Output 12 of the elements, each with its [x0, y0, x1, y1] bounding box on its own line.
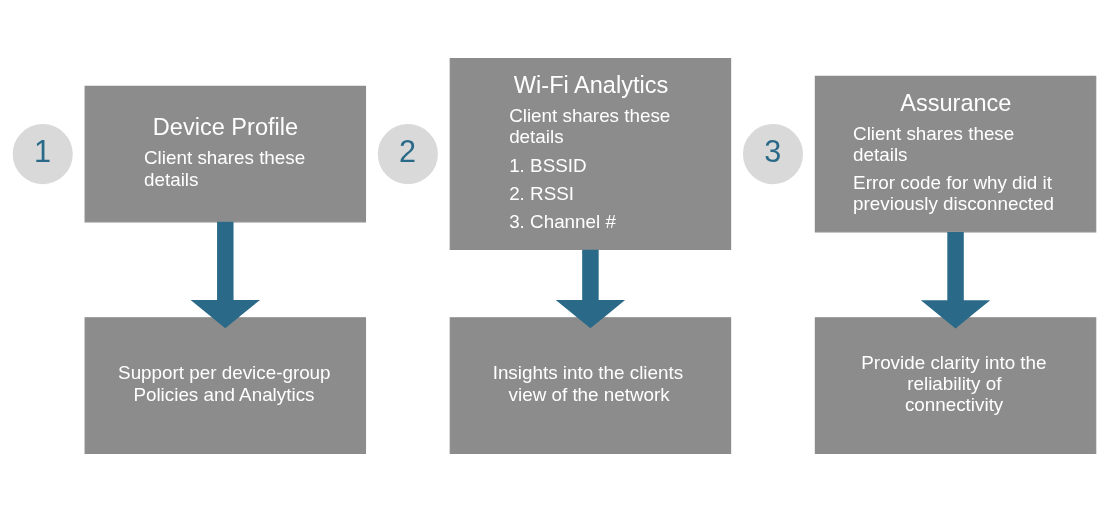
node-box: Wi-Fi Analytics Client shares these details 1. BSSID 2. RSSI 3. Channel # — [449, 57, 732, 250]
arrow — [920, 231, 991, 328]
arrow — [190, 221, 260, 328]
node-box: Insights into the clients view of the network — [449, 316, 732, 454]
node-box: Provide clarity into the reliability of connectivity — [814, 316, 1097, 454]
node-circle: 1 — [12, 123, 73, 184]
node-circle: 2 — [377, 123, 438, 184]
node-box: Device Profile Client shares these details — [84, 85, 367, 222]
node-box: Assurance Client shares these details Error code for why did it previously disconnected — [814, 75, 1097, 232]
node-box: Support per device-group Policies and Analytics — [84, 316, 367, 454]
arrow — [555, 249, 626, 328]
node-circle: 3 — [742, 123, 804, 184]
